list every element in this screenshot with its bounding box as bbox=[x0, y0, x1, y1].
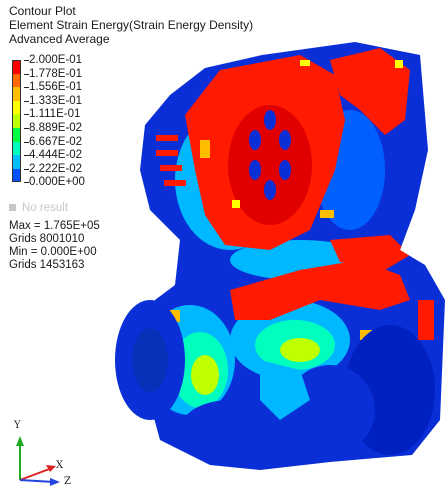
axis-triad: Y X Z bbox=[8, 420, 88, 490]
legend-swatch bbox=[12, 87, 21, 101]
legend-swatch bbox=[12, 100, 21, 115]
legend-tick bbox=[24, 87, 29, 89]
contour-bands bbox=[145, 48, 435, 460]
legend-level-label: 4.444E-02 bbox=[29, 149, 83, 162]
legend-tick bbox=[24, 128, 29, 129]
legend-swatch bbox=[12, 73, 21, 88]
legend-swatch bbox=[12, 114, 21, 128]
no-result-label: No result bbox=[22, 202, 69, 214]
legend-level-label: 8.889E-02 bbox=[29, 122, 83, 134]
triad-y-label: Y bbox=[14, 420, 21, 431]
legend-tick bbox=[24, 100, 29, 102]
legend-swatch bbox=[12, 60, 21, 74]
legend-level-label: 2.222E-02 bbox=[29, 162, 83, 175]
legend-swatch bbox=[12, 128, 21, 142]
legend-tick bbox=[24, 60, 29, 61]
result-type: Element Strain Energy(Strain Energy Dens… bbox=[9, 18, 254, 32]
plot-title: Contour Plot bbox=[9, 4, 76, 18]
legend-tick bbox=[24, 114, 29, 116]
no-result-entry: No result bbox=[9, 202, 68, 214]
legend-level-label: 1.556E-01 bbox=[29, 81, 83, 94]
min-max-info: Max = 1.765E+05 Grids 8001010 Min = 0.00… bbox=[9, 220, 100, 272]
legend-color-bar bbox=[12, 60, 21, 183]
legend-swatch bbox=[12, 141, 21, 156]
legend-level-label: 6.667E-02 bbox=[29, 135, 83, 148]
legend-level-label: 1.778E-01 bbox=[29, 67, 83, 80]
max-grid: Grids 8001010 bbox=[9, 233, 85, 245]
triad-x-label: X bbox=[56, 460, 64, 471]
legend-swatch bbox=[12, 155, 21, 169]
min-grid: Grids 1453163 bbox=[9, 259, 85, 271]
legend-tick bbox=[24, 182, 29, 184]
min-value: Min = 0.000E+00 bbox=[9, 246, 97, 258]
max-value: Max = 1.765E+05 bbox=[9, 220, 100, 232]
x-axis-line bbox=[19, 467, 53, 481]
triad-icon bbox=[16, 436, 60, 486]
no-result-swatch bbox=[9, 204, 16, 212]
z-axis-line bbox=[19, 479, 55, 483]
legend-level-label: 1.111E-01 bbox=[29, 108, 81, 121]
triad-z-label: Z bbox=[64, 476, 71, 487]
averaging-method: Advanced Average bbox=[9, 32, 110, 46]
legend-tick bbox=[24, 155, 29, 157]
legend-tick bbox=[24, 73, 29, 75]
legend-level-label: 2.000E-01 bbox=[29, 54, 83, 66]
legend-level-label: 0.000E+00 bbox=[29, 176, 85, 189]
legend-swatch bbox=[12, 168, 21, 183]
legend-tick bbox=[24, 168, 29, 170]
contour-plot-header: Contour Plot Element Strain Energy(Strai… bbox=[9, 4, 253, 46]
legend-level-label: 1.333E-01 bbox=[29, 94, 83, 107]
legend-tick bbox=[24, 141, 29, 143]
